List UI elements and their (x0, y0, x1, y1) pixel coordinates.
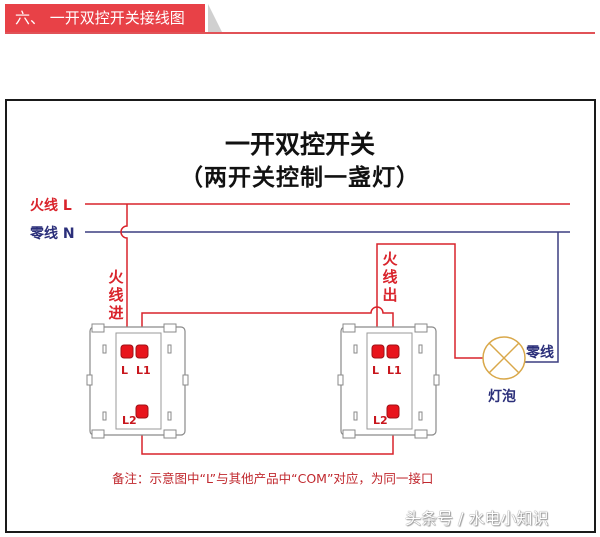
left-terminal-l1: L1 (136, 364, 151, 377)
section-header: 六、 一开双控开关接线图 (5, 4, 595, 34)
neutral-wire-label: 零线 N (30, 226, 75, 242)
neutral-to-lamp-wire (525, 232, 559, 363)
diagram-frame (5, 99, 596, 533)
live-in-char: 进 (108, 304, 124, 322)
diagram-title: 一开双控开关 (224, 130, 375, 159)
switch-right-body (337, 323, 440, 439)
section-divider (5, 32, 595, 34)
live-in-char: 火 (108, 268, 124, 286)
live-in-label: 火 线 进 (108, 268, 124, 322)
lamp-label: 灯泡 (488, 389, 516, 405)
live-wire-label: 火线 L (30, 198, 72, 214)
neutral-to-lamp-label: 零线 (526, 345, 554, 361)
live-out-char: 线 (382, 268, 398, 286)
live-out-char: 火 (382, 250, 398, 268)
lamp-bulb-icon (482, 336, 526, 380)
left-terminal-l2: L2 (122, 414, 137, 427)
left-terminal-l: L (121, 364, 129, 377)
live-in-wire (120, 204, 128, 352)
live-out-wire (376, 243, 484, 359)
right-terminal-l: L (372, 364, 380, 377)
tab-shadow-decoration (208, 4, 222, 32)
live-out-label: 火 线 出 (382, 250, 398, 304)
watermark: 头条号 / 水电小知识 (405, 509, 549, 528)
diagram-subtitle: （两开关控制一盏灯） (180, 165, 420, 191)
live-in-char: 线 (108, 286, 124, 304)
diagram-note: 备注：示意图中“L”与其他产品中“COM”对应，为同一接口 (112, 471, 434, 486)
switch-left-body (86, 323, 189, 439)
section-title: 六、 一开双控开关接线图 (5, 4, 205, 32)
right-terminal-l1: L1 (387, 364, 402, 377)
right-terminal-l2: L2 (373, 414, 388, 427)
live-out-char: 出 (382, 286, 398, 304)
